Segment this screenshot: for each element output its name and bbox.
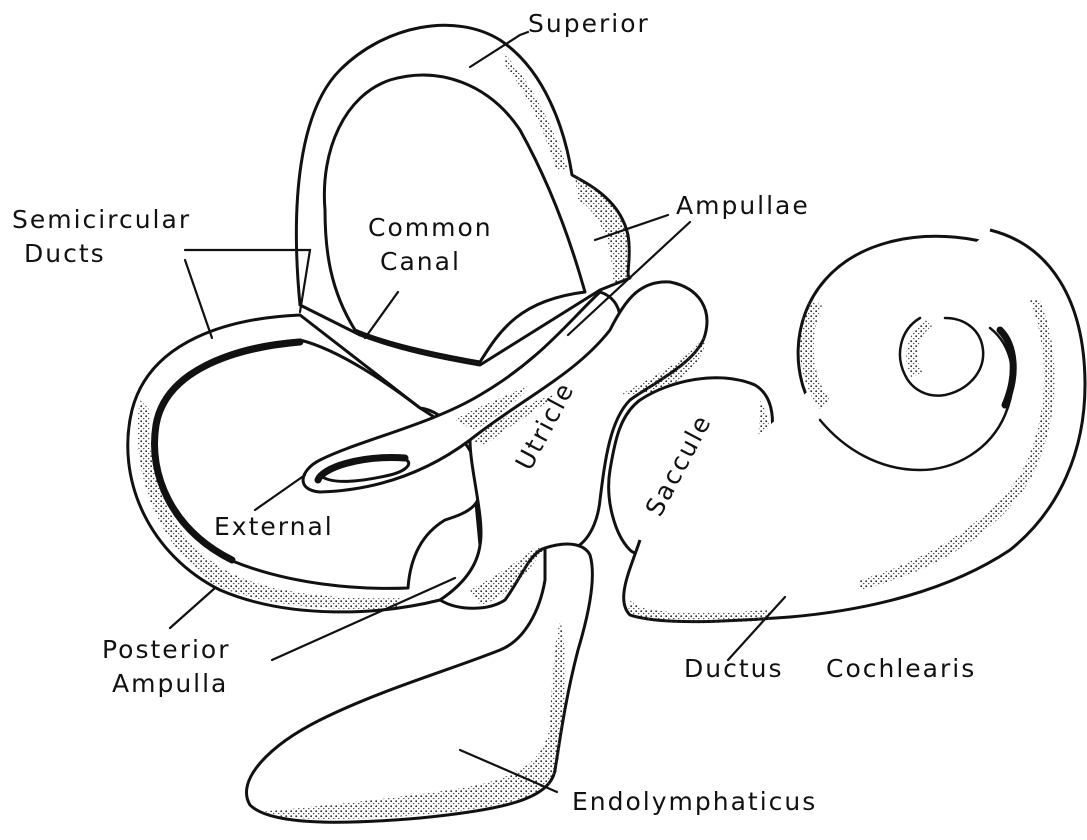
label-common-canal-line1: Common — [368, 213, 493, 242]
label-posterior-ampulla-line1: Posterior — [102, 635, 231, 664]
label-semicircular-ducts-line1: Semicircular — [12, 205, 191, 234]
leader-semicircular-lower — [185, 260, 212, 338]
label-semicircular-ducts-line2: Ducts — [24, 239, 106, 268]
label-external: External — [214, 512, 334, 541]
label-superior: Superior — [528, 9, 650, 38]
label-common-canal-line2: Canal — [380, 247, 461, 276]
label-ampullae: Ampullae — [676, 191, 810, 220]
label-ductus: Ductus — [684, 654, 784, 683]
label-posterior-ampulla-line2: Ampulla — [112, 669, 228, 698]
leader-posterior-upper — [170, 588, 215, 628]
label-endolymphaticus: Endolymphaticus — [572, 787, 817, 816]
label-cochlearis: Cochlearis — [826, 654, 976, 683]
leader-semicircular-upper — [185, 250, 310, 312]
